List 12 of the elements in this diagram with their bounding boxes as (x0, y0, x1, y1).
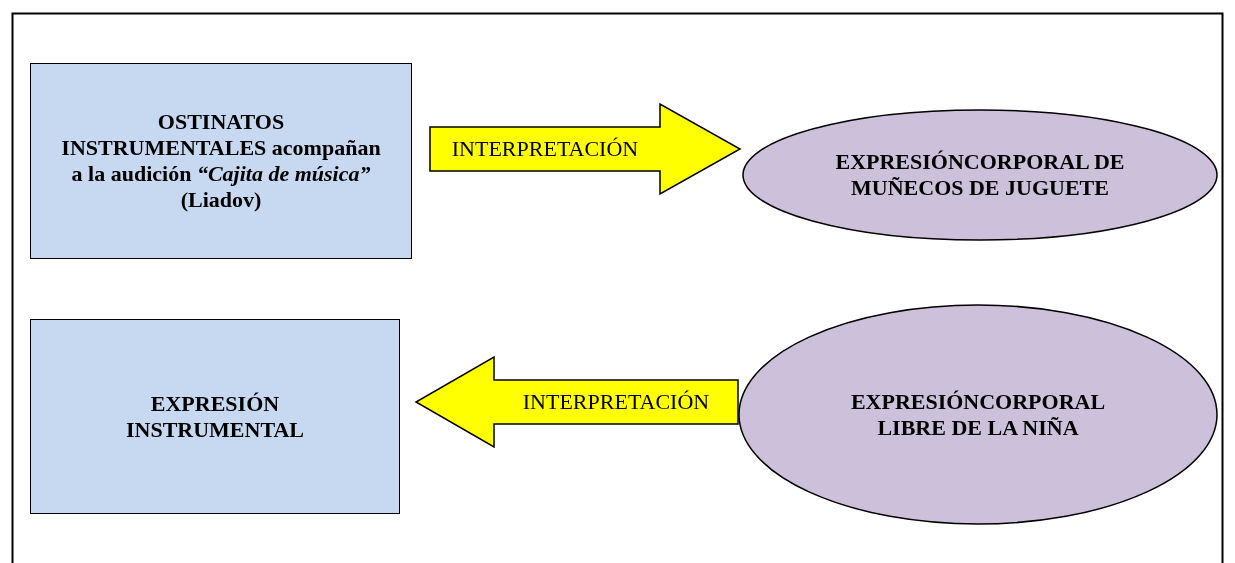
process-box (30, 319, 400, 514)
node-text: OSTINATOS INSTRUMENTALES acompañan a la audición “Cajita de música” (Liadov) (61, 109, 381, 213)
node-text: EXPRESIÓNCORPORAL DE MUÑECOS DE JUGUETE (834, 149, 1126, 201)
edge-label: INTERPRETACIÓN (450, 136, 640, 162)
node-text: EXPRESIÓN INSTRUMENTAL (124, 390, 306, 443)
block-arrow (414, 355, 739, 449)
node-text: EXPRESIÓNCORPORAL LIBRE DE LA NIÑA (849, 388, 1107, 441)
edge-label: INTERPRETACIÓN (521, 389, 711, 415)
process-ellipse (742, 109, 1218, 241)
process-box (30, 63, 412, 259)
process-ellipse (738, 304, 1218, 525)
block-arrow (429, 102, 742, 196)
